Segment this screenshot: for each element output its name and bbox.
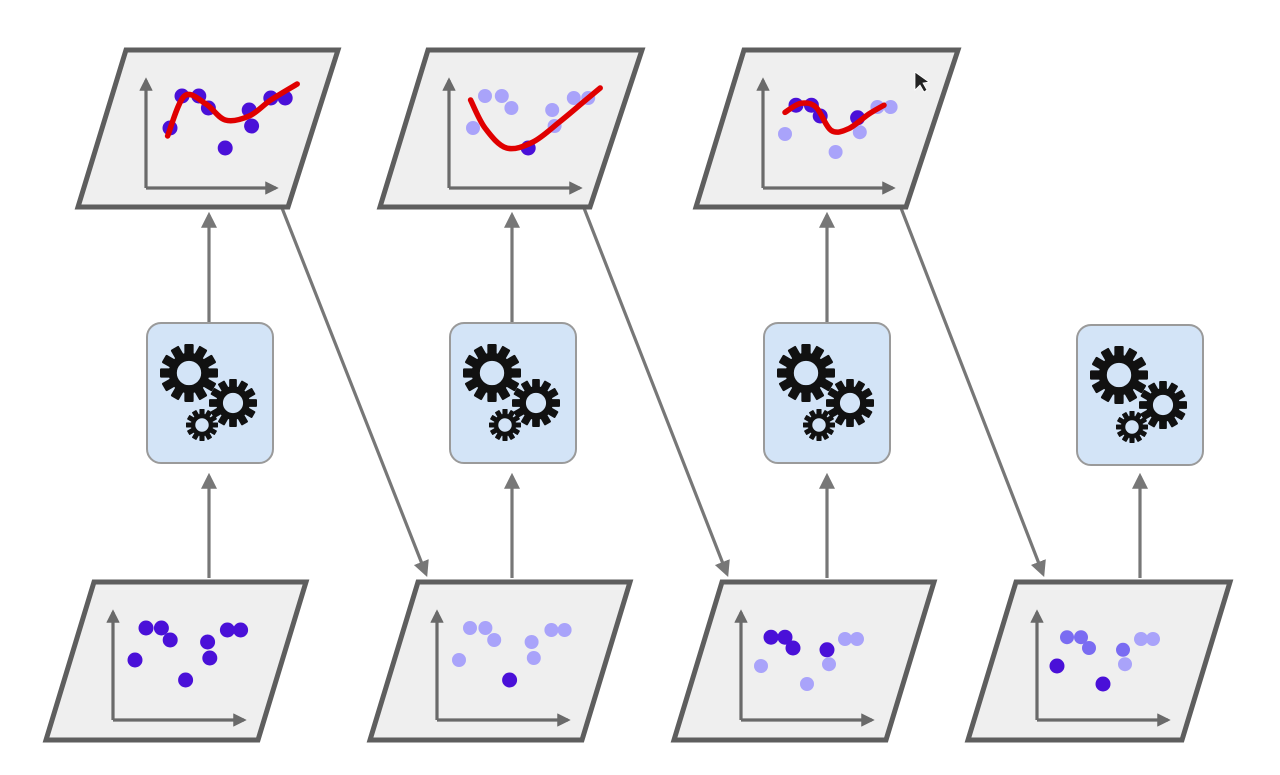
predictor-panel-3 <box>692 47 962 210</box>
data-point <box>153 620 169 636</box>
data-point <box>763 629 779 645</box>
data-point <box>200 634 216 650</box>
model-box-4 <box>1076 324 1204 466</box>
arrow-pred2-to-train3 <box>582 207 730 577</box>
data-point <box>852 125 867 140</box>
panel-frame <box>366 579 634 743</box>
data-point <box>1049 658 1065 674</box>
mouse-cursor-icon <box>914 71 931 93</box>
fitted-curve <box>782 100 887 135</box>
data-point <box>566 91 581 105</box>
model-box-2 <box>449 322 577 464</box>
data-point <box>178 672 194 688</box>
arrow-pred3-to-train4 <box>899 207 1046 577</box>
data-point <box>1116 642 1130 657</box>
data-point <box>1074 630 1088 645</box>
data-point <box>138 620 154 636</box>
data-point <box>850 632 864 646</box>
training-panel-1 <box>42 579 310 743</box>
data-point <box>452 653 466 667</box>
data-point <box>524 635 539 649</box>
data-point <box>526 651 541 665</box>
data-point <box>219 622 235 638</box>
data-point <box>1134 632 1148 646</box>
model-box-1 <box>146 322 274 464</box>
predictor-panel-2 <box>376 47 646 210</box>
data-point <box>502 672 518 688</box>
arrow-pred1-to-train2 <box>280 207 429 577</box>
panel-frame <box>670 579 938 743</box>
panel-frame <box>74 47 342 210</box>
data-point <box>494 89 509 103</box>
data-point <box>463 621 477 635</box>
data-point <box>785 640 801 656</box>
data-point <box>557 623 572 637</box>
predictor-panel-1 <box>74 47 342 210</box>
data-point <box>127 652 143 668</box>
data-point <box>202 650 218 666</box>
connections <box>201 207 1148 578</box>
data-point <box>838 632 852 646</box>
data-point <box>1095 676 1111 692</box>
data-point <box>777 629 793 645</box>
data-point <box>828 145 843 159</box>
data-point <box>162 632 178 648</box>
data-point <box>754 659 768 673</box>
panel-frame <box>42 579 310 743</box>
data-point <box>1082 641 1096 655</box>
data-point <box>487 633 502 647</box>
training-panel-3 <box>670 579 938 743</box>
data-point <box>778 127 792 141</box>
fitted-curve <box>164 81 300 139</box>
data-point <box>233 622 249 638</box>
data-point <box>544 623 559 637</box>
data-point <box>545 103 560 117</box>
data-point <box>244 118 260 134</box>
panel-frame <box>964 579 1234 743</box>
data-point <box>466 121 480 135</box>
data-point <box>217 140 233 156</box>
data-point <box>819 642 835 658</box>
data-point <box>1118 657 1132 672</box>
model-box-3 <box>763 322 891 464</box>
training-panel-2 <box>366 579 634 743</box>
data-point <box>478 89 492 103</box>
data-point <box>1146 632 1160 646</box>
panel-frame <box>376 47 646 210</box>
data-point <box>1060 630 1074 645</box>
data-point <box>883 100 898 114</box>
training-panel-4 <box>964 579 1234 743</box>
data-point <box>478 621 493 635</box>
data-point <box>822 657 836 672</box>
fitted-curve <box>467 85 603 152</box>
data-point <box>504 101 519 115</box>
data-point <box>800 677 814 691</box>
